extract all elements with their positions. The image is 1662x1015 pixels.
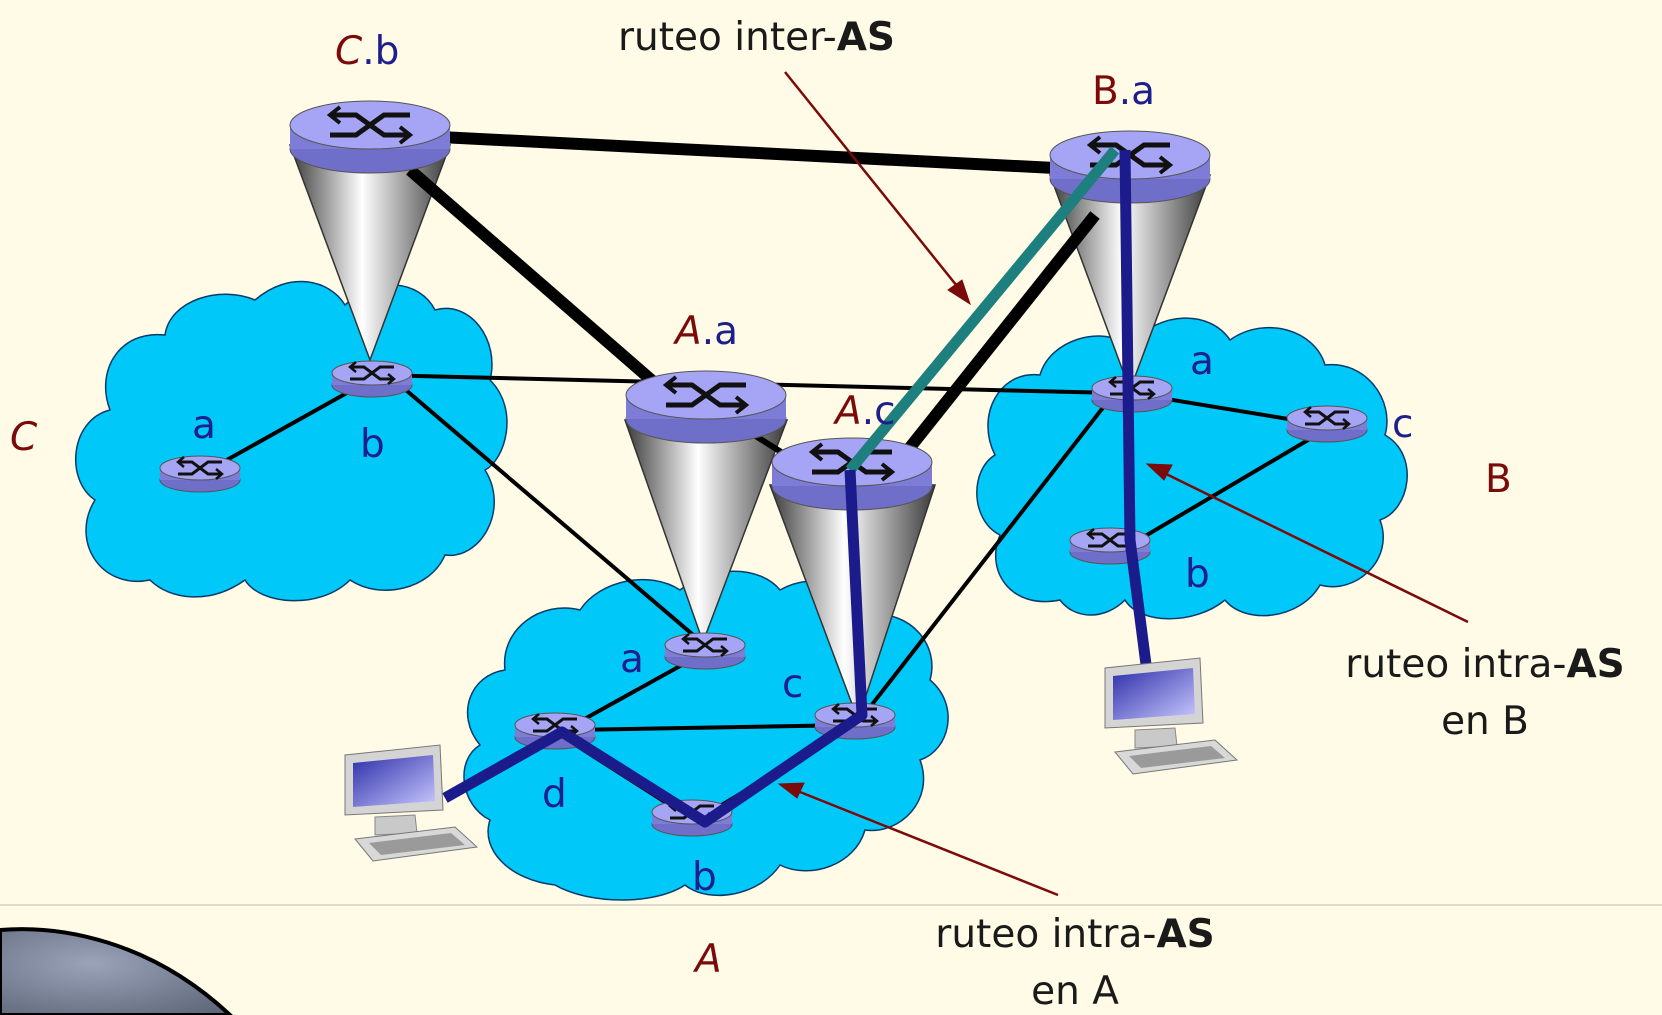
gateway-label-aa-as: A [675,309,702,354]
gateway-label-cb-dot: . [362,29,375,74]
label-intra-b-line2: en B [1441,699,1529,744]
gateway-label-ac-dot: . [861,389,875,434]
gateway-label-cb-as: C [335,29,363,74]
arrow-intra-a [777,782,1059,897]
gateway-router-cb [290,101,450,173]
cloud-as-c [74,280,508,602]
link-ba-ac-thin [858,403,1107,722]
router-label-a-a: a [620,637,644,682]
router-b-c [1285,404,1369,444]
gateway-label-ac-as: A [835,389,862,434]
router-label-c-a: a [192,403,216,448]
label-intra-b-line1: ruteo intra-AS [1320,645,1650,684]
router-a-a [663,631,747,671]
label-intra-a-bold: AS [1156,912,1215,957]
router-c-a [158,454,242,494]
intra-as-path-b [1119,149,1154,681]
label-inter-as: ruteo inter-AS [618,18,895,57]
gateway-label-ba-router: a [1131,69,1156,114]
router-label-c-b: b [360,422,385,467]
router-label-b-b: b [1185,552,1210,597]
link-cb-ba [439,131,1056,174]
gateway-label-ac-router: c [874,389,896,434]
gateway-label-ba-dot: . [1118,69,1132,114]
label-intra-a-line1: ruteo intra-AS [910,915,1240,954]
router-c-b [330,359,414,399]
host-computer-b [1104,657,1238,775]
router-label-a-b: b [692,855,717,900]
label-intra-b: ruteo intra-AS en B [1320,645,1650,741]
gateway-label-aa-router: a [714,309,738,354]
router-label-a-d: d [542,772,567,817]
gateway-label-ba: B.a [1092,72,1155,111]
label-intra-b-prefix: ruteo intra- [1345,642,1567,687]
router-b-b [1068,526,1152,566]
router-label-b-c: c [1392,402,1414,447]
decorative-rock [0,927,233,1015]
link-cb-aa-thin [398,383,707,647]
label-intra-a-prefix: ruteo intra- [935,912,1157,957]
host-computer-a [344,744,478,862]
gateway-label-aa-dot: . [701,309,715,354]
label-intra-a: ruteo intra-AS en A [910,915,1240,1011]
as-name-a: A [695,937,722,982]
inter-as-path [845,146,1120,474]
link-bc-bb [1128,428,1327,547]
label-inter-as-bold: AS [836,15,896,60]
router-label-a-c: c [782,662,804,707]
link-ba-ac [895,211,1100,464]
label-inter-as-prefix: ruteo inter- [618,15,837,60]
link-aa-ad [569,653,701,729]
link-ad-ac [569,723,856,732]
arrow-intra-b [1145,463,1469,624]
label-intra-b-bold: AS [1566,642,1625,687]
gateway-label-aa: A.a [675,312,738,351]
label-intra-a-line2: en A [1031,969,1119,1014]
gateway-label-ba-as: B [1092,69,1119,114]
gateway-router-aa [626,371,786,443]
as-name-c: C [10,415,38,460]
gateway-label-ac: A.c [835,392,896,431]
arrow-inter-as [784,71,971,306]
link-cb-aa [406,165,684,410]
intra-as-path-a [442,469,868,828]
as-name-b: B [1485,457,1512,502]
router-label-b-a: a [1190,339,1214,384]
gateway-label-cb-router: b [374,29,400,74]
gateway-label-cb: C.b [335,32,399,71]
